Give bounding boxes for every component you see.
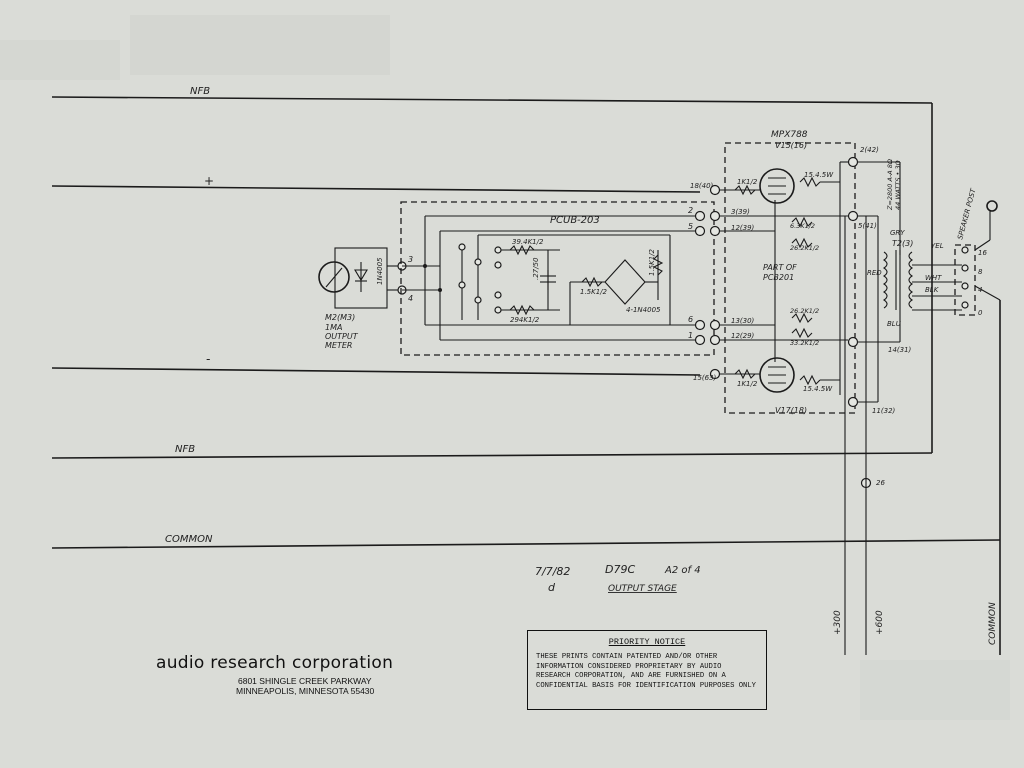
meter-diode-label: 1N4005 [376, 257, 384, 285]
tube-wiring [720, 161, 901, 655]
nfb-bottom-label: NFB [175, 444, 195, 455]
r-plate-bottom-label: 15.4.5W [803, 385, 833, 393]
priority-notice-title: PRIORITY NOTICE [608, 637, 686, 647]
priority-notice-box: PRIORITY NOTICE THESE PRINTS CONTAIN PAT… [527, 630, 767, 710]
bus-lines [51, 96, 1001, 655]
tube-type-label: MPX788 [771, 130, 808, 140]
sp-4-label: 4 [978, 286, 982, 294]
minus-line [51, 367, 701, 376]
sp-0-label: 0 [978, 309, 983, 317]
tube-top [759, 168, 795, 204]
term-11-label: 11(32) [872, 407, 896, 415]
xfmr-gry-label: GRY [890, 229, 905, 237]
xfmr-blu-label: BLU [887, 320, 901, 328]
company-address-line-2: MINNEAPOLIS, MINNESOTA 55430 [236, 686, 375, 696]
r-b-label: 26.2K1/2 [790, 244, 819, 252]
sp-16-label: 16 [978, 249, 987, 257]
r-a-label: 6.3K1/2 [790, 222, 815, 230]
meter-desc-3: METER [325, 341, 352, 350]
annotation-initial: d [548, 581, 556, 594]
nfb-bottom-line [51, 452, 933, 459]
minus-label: - [206, 352, 210, 366]
term-26-label: 26 [876, 479, 885, 487]
company-address-line-1: 6801 SHINGLE CREEK PARKWAY [238, 676, 372, 686]
annotation-title: OUTPUT STAGE [608, 584, 677, 594]
pin-6-label: 6 [688, 315, 693, 324]
terminals [694, 156, 872, 489]
meter-desc-1: 1MA [325, 323, 342, 332]
common-bus-label: COMMON [165, 534, 213, 545]
xfmr-rating-2: 44 WATTS • 3Ω [894, 160, 902, 210]
pcub-203-board [400, 201, 715, 356]
supply-300-label: +300 [833, 610, 843, 635]
supply-600-label: +600 [875, 610, 885, 635]
term-14-label: 14(31) [888, 346, 912, 354]
supply-common-label: COMMON [988, 602, 998, 645]
meter-pin-3-label: 3 [408, 255, 413, 264]
r-right-label: 1.5K1/2 [648, 248, 656, 276]
r-bottom-label: 294K1/2 [510, 316, 540, 324]
xfmr-rating-1: Z=2800 A-A 8Ω [886, 159, 894, 211]
annotation-date: 7/7/82 [535, 565, 570, 578]
xfmr-blk-label: BLK [925, 286, 940, 294]
resistors [509, 176, 821, 386]
tube-bottom [759, 357, 795, 393]
xfmr-yel-label: YEL [931, 242, 944, 250]
company-name: audio research corporation [156, 653, 394, 673]
term-13-label: 13(30) [731, 317, 755, 325]
term-3-label: 3(39) [731, 208, 750, 216]
tube-enclosure [724, 142, 856, 414]
r-grid-top-label: 1K1/2 [737, 178, 758, 186]
xfmr-ref-label: T2(3) [892, 239, 913, 248]
pin-1-label: 1 [688, 331, 693, 340]
tube-top-ref: V15(16) [775, 141, 807, 150]
output-meter [318, 247, 407, 309]
plus-line [51, 185, 701, 193]
sp-8-label: 8 [978, 268, 983, 276]
xfmr-wht-label: WHT [925, 274, 942, 282]
r-bridge-label: 1.5K1/2 [580, 288, 608, 296]
priority-notice-body: THESE PRINTS CONTAIN PATENTED AND/OR OTH… [536, 653, 756, 690]
term-12b-label: 12(29) [731, 332, 755, 340]
cap-label: .27/50 [532, 257, 540, 280]
output-transformer [883, 200, 1001, 316]
meter-ref: M2(M3) [325, 313, 355, 322]
meter-pin-4-label: 4 [408, 294, 413, 303]
diodes-label: 4-1N4005 [626, 306, 661, 314]
pin-5-label: 5 [688, 222, 693, 231]
term-5-label: 5(41) [858, 222, 877, 230]
pcub-wiring [402, 215, 700, 341]
r-top-label: 39.4K1/2 [512, 238, 544, 246]
xfmr-red-label: RED [867, 269, 882, 277]
pcb-label: PCB201 [763, 273, 794, 282]
annotation-sheet: A2 of 4 [664, 565, 701, 576]
tube-bottom-ref: V17(18) [775, 406, 807, 415]
nfb-top-line [51, 96, 933, 104]
board-label: PCUB-203 [550, 215, 600, 226]
r-grid-bottom-label: 1K1/2 [737, 380, 758, 388]
common-line [51, 539, 1001, 549]
term-2-42-label: 2(42) [860, 146, 879, 154]
annotation-model: D79C [605, 563, 635, 576]
r-d-label: 33.2K1/2 [790, 339, 819, 347]
speaker-post-label: SPEAKER POST [956, 187, 977, 240]
part-of-label: PART OF [763, 263, 797, 272]
term-18-label: 18(40) [690, 182, 714, 190]
nfb-top-label: NFB [190, 86, 210, 97]
term-12-label: 12(39) [731, 224, 755, 232]
plus-label: + [204, 174, 214, 188]
pin-2-label: 2 [688, 206, 693, 215]
meter-desc-2: OUTPUT [325, 332, 359, 341]
pcub-nodes [423, 243, 502, 314]
r-c-label: 26.2K1/2 [790, 307, 819, 315]
term-15-label: 15(63) [693, 374, 717, 382]
r-plate-top-label: 15.4.5W [804, 171, 834, 179]
